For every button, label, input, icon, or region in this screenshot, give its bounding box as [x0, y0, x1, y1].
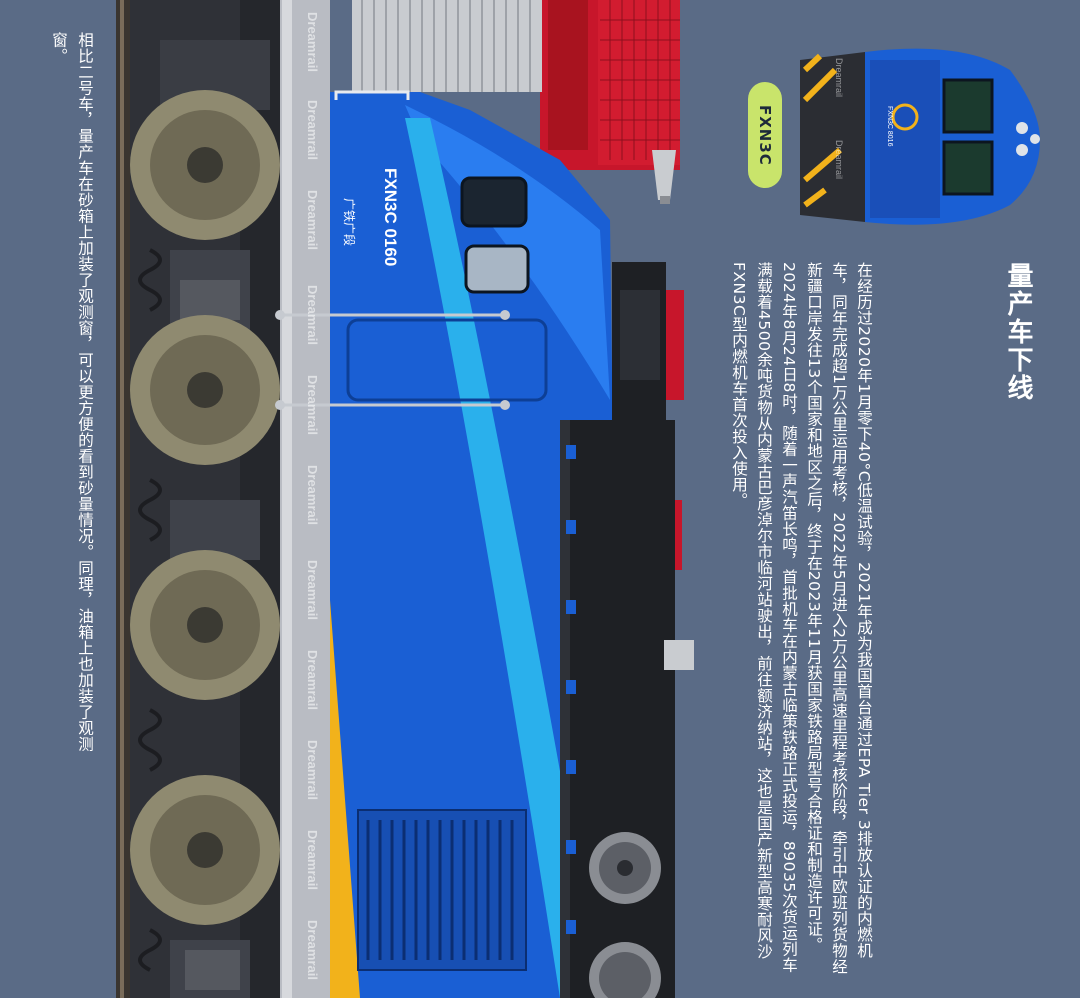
- wheel-icon: [130, 90, 280, 925]
- svg-text:Dreamrail: Dreamrail: [305, 830, 320, 890]
- svg-text:Dreamrail: Dreamrail: [305, 740, 320, 800]
- brake-spring: [138, 248, 162, 972]
- image-caption: 相比二号车，量产车在砂箱上加装了观测窗，可以更方便的看到砂量情况。同理，油箱上也…: [50, 32, 94, 752]
- model-badge: FXN3C: [748, 82, 782, 188]
- svg-text:Dreamrail: Dreamrail: [305, 190, 320, 250]
- article-heading: 量产车下线: [1003, 262, 1033, 402]
- front-number-text: FXN3C 8016: [886, 106, 893, 147]
- radiator-fan-icon: [589, 832, 661, 998]
- svg-text:Dreamrail: Dreamrail: [305, 285, 320, 345]
- svg-text:Dreamrail: Dreamrail: [305, 465, 320, 525]
- model-badge-label: FXN3C: [756, 104, 774, 166]
- svg-text:Dreamrail: Dreamrail: [305, 375, 320, 435]
- cab-window: [275, 90, 548, 410]
- svg-text:Dreamrail: Dreamrail: [305, 920, 320, 980]
- svg-text:Dreamrail: Dreamrail: [834, 140, 844, 179]
- horn-icon: [652, 150, 694, 670]
- article-paragraph-2: 2024年8月24日8时，随着一声汽笛长鸣，首批机车在内蒙古临策铁路正式投运，8…: [730, 262, 798, 973]
- article-paragraph-1: 在经历过2020年1月零下40°C低温试验，2021年成为我国首台通过EPA T…: [805, 262, 873, 975]
- svg-text:Dreamrail: Dreamrail: [305, 100, 320, 160]
- engine-louvres: [357, 809, 527, 971]
- watermark: Dreamrail Dreamrail Dreamrail Dreamrail …: [305, 12, 320, 980]
- svg-text:Dreamrail: Dreamrail: [834, 58, 844, 97]
- model-number-text: FXN3C 0160: [381, 168, 400, 266]
- article-body: 在经历过2020年1月零下40°C低温试验，2021年成为我国首台通过EPA T…: [726, 262, 876, 982]
- locomotive-front-illustration: FXN3C 8016 Dreamrail Dreamrail: [800, 48, 1040, 225]
- svg-text:Dreamrail: Dreamrail: [305, 650, 320, 710]
- svg-text:Dreamrail: Dreamrail: [305, 560, 320, 620]
- svg-text:Dreamrail: Dreamrail: [305, 12, 320, 72]
- radiator-grille: [352, 0, 542, 92]
- depot-text: 广铁广段: [342, 198, 357, 246]
